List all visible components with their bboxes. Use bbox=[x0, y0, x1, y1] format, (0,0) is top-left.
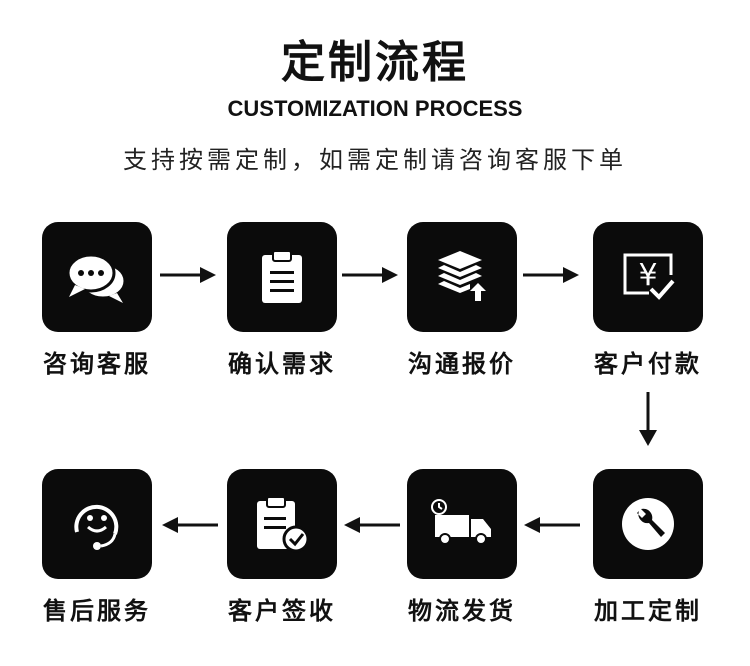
step-label: 加工定制 bbox=[594, 597, 702, 625]
step-customer-payment: ¥ 客户付款 bbox=[578, 222, 718, 379]
step-tile bbox=[42, 469, 152, 579]
step-label: 客户签收 bbox=[228, 597, 336, 625]
layers-upload-icon bbox=[438, 251, 486, 301]
page-title: 定制流程 bbox=[281, 37, 469, 88]
arrow-down-icon bbox=[639, 392, 657, 446]
step-label: 确认需求 bbox=[228, 350, 336, 378]
page-subtitle: CUSTOMIZATION PROCESS bbox=[227, 96, 523, 121]
arrow-right-icon bbox=[523, 267, 579, 283]
step-tile bbox=[227, 222, 337, 332]
step-custom-processing: 加工定制 bbox=[578, 469, 718, 626]
step-label: 售后服务 bbox=[43, 597, 151, 625]
delivery-truck-icon bbox=[431, 499, 491, 545]
clipboard-check-icon bbox=[257, 496, 310, 553]
tagline: 支持按需定制，如需定制请咨询客服下单 bbox=[123, 146, 627, 174]
step-tile bbox=[227, 469, 337, 579]
wrench-icon bbox=[622, 498, 674, 550]
arrow-right-icon bbox=[160, 267, 216, 283]
step-label: 咨询客服 bbox=[43, 350, 151, 378]
arrow-left-icon bbox=[344, 517, 400, 533]
step-customer-receipt: 客户签收 bbox=[212, 469, 352, 626]
step-consult-service: 咨询客服 bbox=[27, 222, 167, 379]
step-logistics-shipping: 物流发货 bbox=[392, 469, 532, 626]
step-label: 物流发货 bbox=[408, 597, 516, 625]
svg-text:¥: ¥ bbox=[638, 258, 657, 293]
step-label: 沟通报价 bbox=[408, 350, 516, 378]
arrow-right-icon bbox=[342, 267, 398, 283]
step-label: 客户付款 bbox=[594, 350, 702, 378]
step-confirm-requirements: 确认需求 bbox=[212, 222, 352, 379]
step-after-sales: 售后服务 bbox=[27, 469, 167, 626]
step-tile bbox=[407, 222, 517, 332]
yen-payment-icon: ¥ bbox=[623, 253, 675, 300]
step-communicate-quote: 沟通报价 bbox=[392, 222, 532, 379]
arrow-left-icon bbox=[162, 517, 218, 533]
clipboard-list-icon bbox=[262, 250, 302, 303]
step-tile bbox=[42, 222, 152, 332]
headset-smile-icon bbox=[74, 504, 119, 550]
chat-bubbles-icon bbox=[66, 253, 127, 303]
step-tile bbox=[407, 469, 517, 579]
step-tile bbox=[593, 469, 703, 579]
step-tile: ¥ bbox=[593, 222, 703, 332]
arrow-left-icon bbox=[524, 517, 580, 533]
